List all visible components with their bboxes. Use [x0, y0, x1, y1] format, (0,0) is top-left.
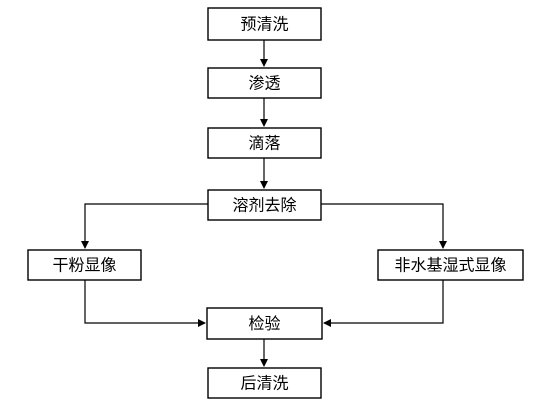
node-solvent-remove-label: 溶剂去除: [232, 196, 296, 215]
node-nonaqueous-wet-label: 非水基湿式显像: [394, 256, 506, 275]
node-drip-label: 滴落: [248, 134, 280, 153]
connectors: [81, 40, 447, 367]
node-inspect-label: 检验: [248, 314, 280, 333]
arrow-solvent-remove-to-nonaqueous-wet: [321, 203, 447, 249]
node-nonaqueous-wet: 非水基湿式显像: [377, 249, 524, 281]
node-pre-clean: 预清洗: [207, 7, 322, 41]
arrow-dry-powder-to-inspect: [84, 280, 206, 327]
node-penetrate: 渗透: [207, 67, 322, 99]
node-drip: 滴落: [207, 127, 322, 159]
node-penetrate-label: 渗透: [248, 74, 280, 93]
arrow-solvent-remove-to-dry-powder: [81, 203, 208, 249]
node-dry-powder: 干粉显像: [27, 249, 142, 281]
node-dry-powder-label: 干粉显像: [52, 256, 116, 275]
node-pre-clean-label: 预清洗: [240, 15, 288, 34]
node-inspect: 检验: [206, 307, 323, 340]
node-post-clean-label: 后清洗: [240, 374, 288, 393]
node-solvent-remove: 溶剂去除: [207, 189, 322, 221]
node-post-clean: 后清洗: [207, 367, 322, 399]
arrow-nonaqueous-wet-to-inspect: [323, 280, 444, 327]
